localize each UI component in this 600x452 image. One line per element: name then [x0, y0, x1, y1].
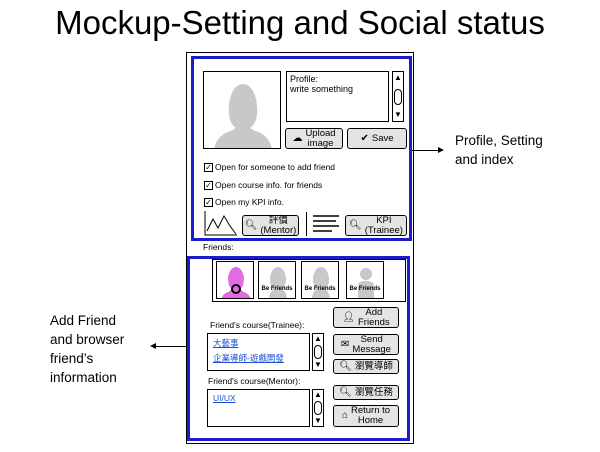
course-link[interactable]: 大藝事: [213, 338, 239, 348]
arrow-head-icon: [150, 343, 156, 349]
course-link[interactable]: 企業導師-遊戲開發: [213, 353, 284, 363]
trainee-course-label: Friend's course(Trainee):: [210, 320, 305, 330]
browse-tasks-button[interactable]: 🔍︎ 瀏覽任務: [333, 385, 399, 400]
scroll-thumb[interactable]: [394, 89, 402, 105]
setting-add-friend[interactable]: ✓ Open for someone to add friend: [204, 162, 335, 172]
mentor-eval-label: 評價 (Mentor): [260, 214, 297, 236]
kpi-button[interactable]: 🔍︎ KPI (Trainee): [345, 215, 407, 236]
magnifier-icon: 🔍︎: [349, 219, 362, 231]
friend-annotation-text: Add Friend and browser friend’s informat…: [50, 313, 125, 385]
scroll-thumb[interactable]: [314, 345, 322, 359]
friend-card[interactable]: Be Friends: [301, 261, 339, 299]
add-friends-button[interactable]: 👤︎ Add Friends: [333, 307, 399, 328]
course-link[interactable]: UI/UX: [213, 393, 236, 403]
checkbox-kpi-info[interactable]: ✓: [204, 197, 213, 207]
scroll-up-icon[interactable]: ▲: [314, 390, 322, 399]
avatar-silhouette-icon: [312, 267, 330, 298]
upload-image-button[interactable]: ☁ Upload image: [285, 128, 343, 149]
slide-title: Mockup-Setting and Social status: [55, 4, 545, 41]
save-label: Save: [371, 132, 394, 144]
friend-annotation-arrow: [156, 346, 186, 347]
profile-annotation-arrow: [412, 150, 442, 151]
profile-scrollbar[interactable]: ▲ ▼: [392, 71, 404, 122]
envelope-icon: ✉: [341, 338, 350, 350]
add-friends-label: Add Friends: [358, 306, 390, 328]
mentor-course-list: UI/UX: [207, 389, 310, 427]
browse-mentor-button[interactable]: 🔍︎ 瀏覽導師: [333, 359, 399, 374]
trainee-course-list: 大藝事 企業導師-遊戲開發: [207, 333, 310, 371]
avatar-highlighted-icon: [221, 267, 251, 298]
setting-add-friend-label: Open for someone to add friend: [215, 162, 336, 172]
arrow-head-icon: [438, 147, 444, 153]
profile-text-value: write something: [290, 84, 354, 94]
scroll-thumb[interactable]: [314, 401, 322, 415]
profile-photo: [203, 71, 281, 149]
be-friends-label: Be Friends: [261, 286, 293, 292]
scroll-down-icon[interactable]: ▼: [314, 416, 322, 425]
browse-tasks-label: 瀏覽任務: [354, 386, 393, 398]
avatar-silhouette-icon: [214, 84, 272, 148]
friend-card-selected[interactable]: [216, 261, 254, 299]
checkbox-add-friend[interactable]: ✓: [204, 162, 213, 172]
save-button[interactable]: ✔ Save: [347, 128, 407, 149]
avatar-male-icon: [358, 268, 374, 298]
mentor-eval-button[interactable]: 🔍︎ 評價 (Mentor): [242, 215, 299, 236]
send-message-button[interactable]: ✉ Send Message: [333, 334, 399, 355]
add-person-icon: 👤︎: [342, 311, 355, 323]
scroll-down-icon[interactable]: ▼: [394, 110, 402, 119]
home-icon: ⌂: [341, 410, 348, 421]
line-chart-icon: [204, 211, 237, 236]
setting-course-info[interactable]: ✓ Open course info. for friends: [204, 180, 322, 190]
friends-panel: [187, 256, 410, 441]
friends-section-label: Friends:: [203, 242, 234, 252]
profile-text-label: Profile:: [290, 74, 319, 84]
profile-annotation-text: Profile, Setting and index: [455, 133, 543, 167]
setting-kpi-info-label: Open my KPI info.: [215, 197, 284, 207]
profile-panel: [191, 56, 412, 241]
friend-card[interactable]: Be Friends: [258, 261, 296, 299]
magnifier-icon: 🔍︎: [244, 219, 258, 231]
browse-mentor-label: 瀏覽導師: [354, 360, 393, 372]
send-message-label: Send Message: [352, 333, 391, 355]
be-friends-label: Be Friends: [304, 286, 336, 292]
magnifier-icon: 🔍︎: [339, 360, 352, 372]
setting-course-info-label: Open course info. for friends: [215, 180, 323, 190]
setting-kpi-info[interactable]: ✓ Open my KPI info.: [204, 197, 284, 207]
be-friends-label: Be Friends: [349, 286, 381, 292]
bar-list-icon: [313, 215, 339, 232]
checkbox-course-info[interactable]: ✓: [204, 180, 213, 190]
avatar-silhouette-icon: [269, 267, 287, 298]
upload-image-label: Upload image: [305, 127, 336, 149]
scroll-down-icon[interactable]: ▼: [314, 360, 322, 369]
check-icon: ✔: [360, 132, 369, 144]
trainee-course-scrollbar[interactable]: ▲ ▼: [312, 333, 324, 371]
kpi-label: KPI (Trainee): [364, 214, 403, 236]
mentor-course-label: Friend's course(Mentor):: [208, 376, 301, 386]
scroll-up-icon[interactable]: ▲: [394, 73, 402, 82]
mentor-course-scrollbar[interactable]: ▲ ▼: [312, 389, 324, 427]
return-home-label: Return to Home: [350, 405, 391, 426]
cloud-upload-icon: ☁: [292, 132, 303, 144]
friend-card[interactable]: Be Friends: [346, 261, 384, 299]
divider-line: [306, 212, 307, 236]
magnifier-icon: 🔍︎: [339, 386, 352, 398]
scroll-up-icon[interactable]: ▲: [314, 334, 322, 343]
return-home-button[interactable]: ⌂ Return to Home: [333, 405, 399, 427]
profile-textarea[interactable]: Profile: write something: [286, 71, 389, 122]
